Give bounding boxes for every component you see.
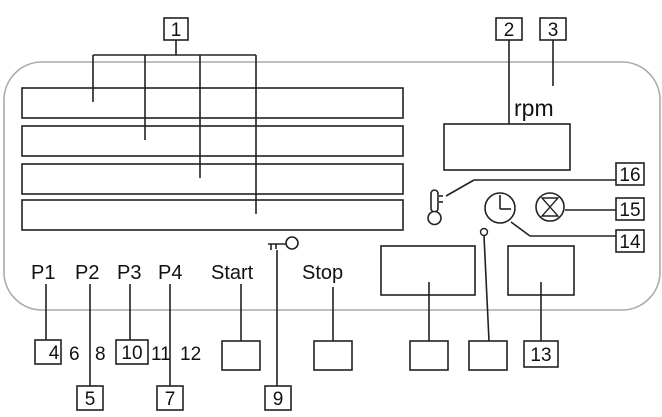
callout-12: 12 [180,344,201,365]
lower-button-b[interactable] [468,340,508,371]
callout-15: 15 [565,197,645,221]
callout-14: 14 [510,221,645,253]
program-label-p2: P2 [75,262,99,284]
svg-text:5: 5 [85,389,96,410]
svg-text:3: 3 [548,20,559,41]
lower-button-a[interactable] [409,340,449,371]
svg-text:7: 7 [165,389,176,410]
thermometer-icon [427,189,443,226]
speed-display [443,123,571,171]
display-line-3 [21,163,404,195]
program-label-p3: P3 [117,262,141,284]
svg-text:16: 16 [619,165,640,186]
callout-13: 13 [523,282,559,368]
callout-8: 8 [95,344,106,365]
svg-text:15: 15 [619,200,640,221]
display-line-2 [21,125,404,157]
hourglass-icon [535,192,565,222]
panel-outline [3,61,661,311]
key-icon [268,236,299,250]
svg-text:4: 4 [49,343,60,364]
callout-3: 3 [539,17,567,86]
display-line-1 [21,87,404,119]
stop-label: Stop [302,262,343,284]
led-indicator [479,227,489,237]
svg-text:14: 14 [619,232,641,253]
start-label: Start [211,262,254,284]
svg-text:10: 10 [121,343,142,364]
callout-10: 10 [115,284,149,365]
svg-text:13: 13 [530,345,551,366]
callout-11: 11 [151,344,171,365]
stop-button[interactable] [313,340,353,371]
program-label-p1: P1 [31,262,55,284]
callout-6: 6 [69,344,80,365]
clock-icon [484,192,516,224]
svg-text:2: 2 [504,20,515,41]
svg-text:1: 1 [171,20,182,41]
callout-9: 9 [264,250,292,411]
start-button[interactable] [221,340,261,371]
program-label-p4: P4 [158,262,182,284]
svg-text:9: 9 [273,389,284,410]
left-function-button[interactable] [380,245,476,296]
leader-led [483,235,490,342]
display-line-4 [21,199,404,231]
callout-7: 7 [156,284,184,411]
callout-16: 16 [445,162,645,197]
callout-4: 4 [34,284,62,365]
callout-1: 1 [92,17,257,214]
rpm-label: rpm [514,95,554,121]
callout-5: 5 [76,284,104,411]
